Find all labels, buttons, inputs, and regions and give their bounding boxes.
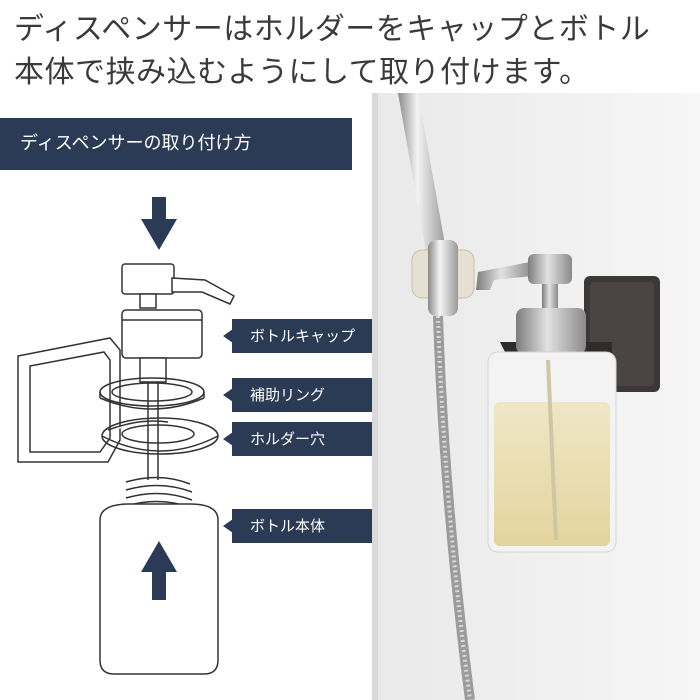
label-pointer-cap (223, 329, 233, 343)
up-arrow-icon (141, 541, 177, 600)
headline-line1: ディスペンサーはホルダーをキャップとボトル (14, 12, 651, 47)
label-bottle-cap: ボトルキャップ (232, 319, 390, 353)
section-banner: ディスペンサーの取り付け方 (0, 118, 352, 170)
label-pointer-hole (223, 432, 233, 446)
label-pointer-body (223, 519, 233, 533)
label-bottle-body: ボトル本体 (232, 509, 390, 543)
bottle-cap (121, 309, 203, 383)
pump-head (121, 263, 235, 309)
shower-pipe (398, 93, 475, 316)
label-auxiliary-ring: 補助リング (232, 378, 390, 412)
wall-holder (17, 337, 169, 463)
down-arrow-icon (141, 197, 177, 250)
headline-line2: 本体で挟み込むようにして取り付けます。 (14, 55, 590, 90)
photo-bottle (487, 351, 617, 553)
auxiliary-ring (99, 377, 205, 410)
headline: ディスペンサーはホルダーをキャップとボトル 本体で挟み込むようにして取り付けます… (14, 8, 694, 94)
shower-hose (433, 315, 475, 700)
pump-tube (147, 382, 159, 480)
label-pointer-ring (223, 388, 233, 402)
assembly-diagram (17, 197, 235, 675)
label-holder-hole: ホルダー穴 (232, 422, 390, 456)
product-photo (372, 93, 700, 700)
photo-pump (476, 254, 586, 354)
